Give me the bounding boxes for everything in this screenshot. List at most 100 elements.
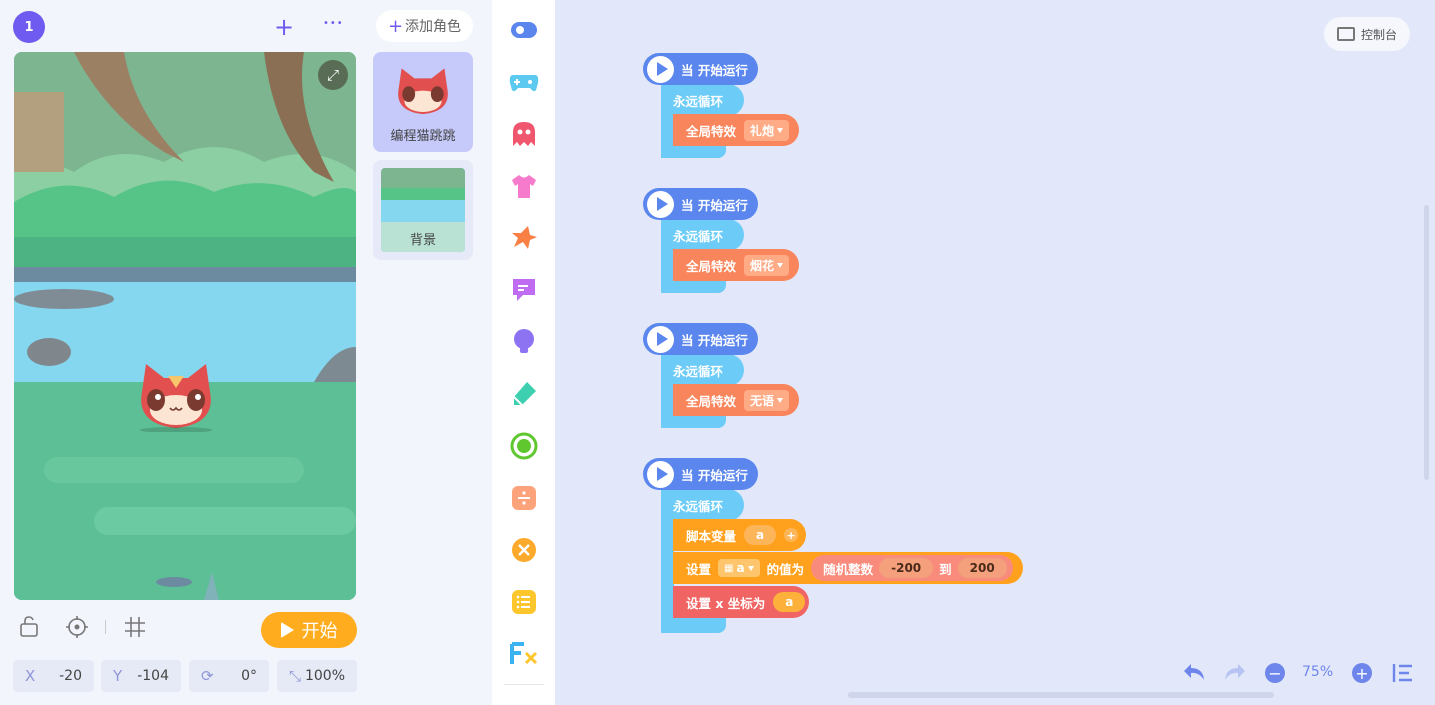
block-category-bar	[492, 0, 555, 705]
loop-body	[661, 249, 674, 279]
x-label: X	[25, 667, 36, 685]
play-icon	[647, 460, 674, 488]
gamepad-icon[interactable]	[509, 67, 539, 97]
start-label: 开始	[301, 621, 338, 642]
loop-body	[661, 114, 674, 144]
random-from-field[interactable]: -200	[879, 558, 934, 578]
loop-end	[661, 413, 726, 428]
variable-icon: ▦	[724, 562, 734, 574]
loop-end	[661, 278, 726, 293]
shirt-icon[interactable]	[509, 171, 539, 201]
effect-label: 全局特效	[686, 393, 737, 409]
start-button[interactable]: 开始	[261, 612, 357, 648]
console-button[interactable]: 控制台	[1324, 17, 1410, 51]
star-icon[interactable]	[509, 223, 539, 253]
global-effect-block[interactable]: 全局特效无语	[673, 384, 799, 416]
rotation-field[interactable]: ⟳0°	[189, 660, 269, 692]
hat-label: 当 开始运行	[681, 62, 748, 78]
vertical-scrollbar[interactable]	[1424, 205, 1429, 480]
background-card[interactable]: 背景	[373, 160, 473, 260]
horizontal-scrollbar[interactable]	[848, 692, 1274, 698]
lightbulb-icon[interactable]	[509, 327, 539, 357]
fullscreen-icon[interactable]: ⤢	[318, 60, 348, 90]
when-start-hat-block[interactable]: 当 开始运行	[643, 53, 758, 85]
logic-x-icon[interactable]	[509, 535, 539, 565]
play-icon	[647, 190, 674, 218]
effect-dropdown[interactable]: 无语	[744, 389, 790, 411]
crosshair-icon[interactable]	[65, 615, 89, 644]
console-icon	[1336, 27, 1355, 41]
x-coordinate-field[interactable]: X -20	[13, 660, 94, 692]
random-label: 随机整数	[823, 561, 874, 577]
loop-end	[661, 143, 726, 158]
set-x-block[interactable]: 设置 x 坐标为 a	[673, 586, 809, 618]
hat-label: 当 开始运行	[681, 197, 748, 213]
ghost-icon[interactable]	[509, 119, 539, 149]
lock-icon[interactable]	[19, 615, 39, 642]
when-start-hat-block[interactable]: 当 开始运行	[643, 323, 758, 355]
left-panel: 1 + ••• +添加角色	[0, 0, 492, 705]
effect-dropdown[interactable]: 礼炮	[744, 119, 790, 141]
add-role-button[interactable]: +添加角色	[376, 10, 473, 42]
effect-dropdown[interactable]: 烟花	[744, 254, 790, 276]
random-integer-block[interactable]: 随机整数 -200 到 200	[811, 555, 1013, 581]
zoom-out-icon[interactable]: −	[1265, 663, 1285, 683]
loop-label: 永远循环	[673, 498, 724, 514]
variable-dropdown[interactable]: ▦a	[718, 559, 760, 577]
set-label: 设置	[686, 561, 712, 577]
more-icon[interactable]: •••	[323, 18, 344, 29]
y-value: -104	[137, 668, 169, 684]
event-category-icon[interactable]	[509, 15, 539, 45]
rotate-icon: ⟳	[201, 667, 214, 685]
when-start-hat-block[interactable]: 当 开始运行	[643, 188, 758, 220]
effect-label: 全局特效	[686, 123, 737, 139]
global-effect-block[interactable]: 全局特效礼炮	[673, 114, 799, 146]
add-variable-icon[interactable]: +	[784, 528, 799, 542]
play-icon	[647, 325, 674, 353]
loop-label: 永远循环	[673, 363, 724, 379]
physics-circle-icon[interactable]	[509, 431, 539, 461]
list-icon[interactable]	[509, 587, 539, 617]
global-effect-block[interactable]: 全局特效烟花	[673, 249, 799, 281]
cat-sprite[interactable]	[134, 362, 218, 432]
function-fx-icon[interactable]	[509, 639, 539, 669]
x-value: -20	[59, 668, 82, 684]
add-scene-icon[interactable]: +	[274, 13, 295, 41]
speech-icon[interactable]	[509, 275, 539, 305]
y-coordinate-field[interactable]: Y-104	[101, 660, 181, 692]
random-to-field[interactable]: 200	[957, 558, 1007, 578]
operator-icon[interactable]	[509, 483, 539, 513]
forever-loop-block[interactable]: 永远循环	[661, 489, 744, 521]
undo-icon[interactable]	[1181, 661, 1207, 687]
script-variable-label: 脚本变量	[686, 528, 737, 544]
forever-loop-block[interactable]: 永远循环	[661, 219, 744, 251]
sprite-card[interactable]: 编程猫跳跳	[373, 52, 473, 152]
forever-loop-block[interactable]: 永远循环	[661, 354, 744, 386]
stage-scene	[14, 52, 356, 600]
forever-loop-block[interactable]: 永远循环	[661, 84, 744, 116]
console-label: 控制台	[1360, 27, 1397, 42]
zoom-in-icon[interactable]: +	[1352, 663, 1372, 683]
loop-label: 永远循环	[673, 93, 724, 109]
effect-option: 礼炮	[750, 123, 775, 138]
of-label: 的值为	[766, 561, 805, 577]
scene-number-badge[interactable]: 1	[13, 11, 45, 43]
set-variable-block[interactable]: 设置 ▦a 的值为 随机整数 -200 到 200	[673, 552, 1023, 584]
align-blocks-icon[interactable]	[1391, 662, 1415, 688]
grid-icon[interactable]	[124, 616, 146, 643]
scale-field[interactable]: ⤡100%	[277, 660, 357, 692]
eraser-icon[interactable]	[509, 379, 539, 409]
variable-name-pill[interactable]: a	[744, 525, 777, 545]
background-thumbnail: 背景	[381, 168, 465, 252]
hat-label: 当 开始运行	[681, 467, 748, 483]
set-x-label: 设置 x 坐标为	[686, 595, 766, 611]
x-value-pill[interactable]: a	[773, 592, 806, 612]
script-variable-block[interactable]: 脚本变量 a +	[673, 519, 806, 551]
play-icon	[280, 622, 294, 638]
zoom-level: 75%	[1302, 664, 1334, 680]
redo-icon[interactable]	[1222, 661, 1248, 687]
variable-option: a	[736, 561, 745, 575]
when-start-hat-block[interactable]: 当 开始运行	[643, 458, 758, 490]
x-variable: a	[785, 595, 794, 609]
stage-canvas[interactable]: ⤢	[14, 52, 356, 600]
